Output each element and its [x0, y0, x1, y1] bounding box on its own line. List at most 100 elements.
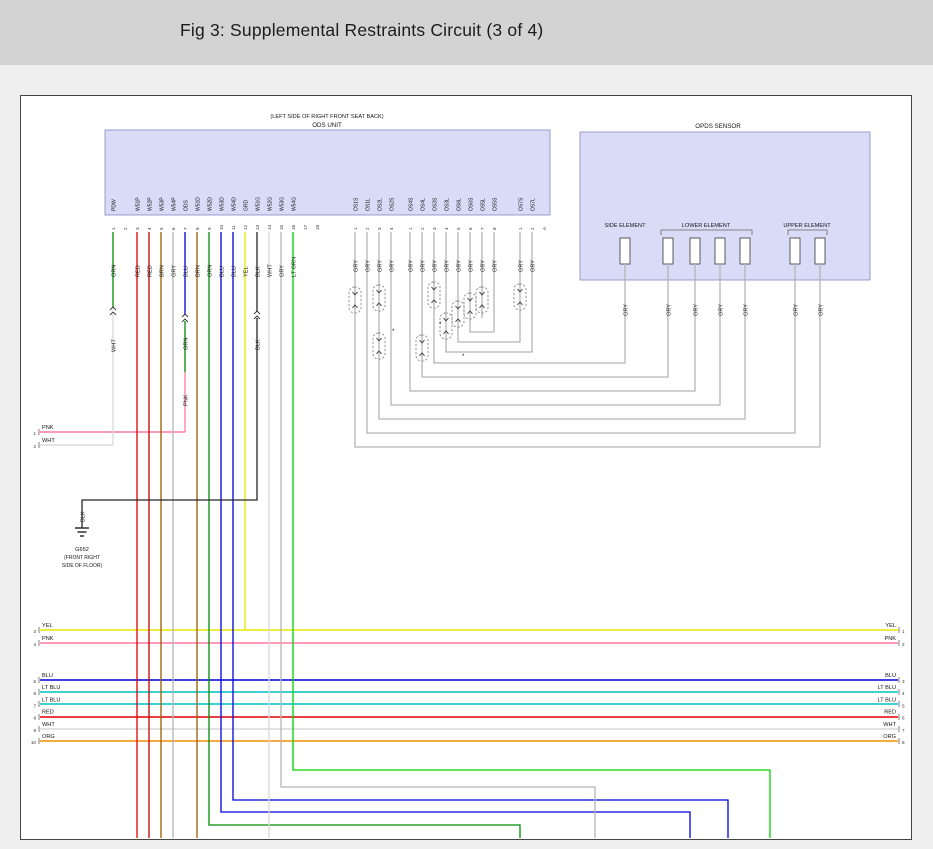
pin-number: 4 [33, 642, 36, 647]
footnote-asterisk: * [462, 353, 465, 360]
wire-color-label: WHT [268, 264, 274, 277]
pin-label: W52G [268, 197, 274, 211]
wire-color-label: WHT [112, 339, 118, 352]
wire-os1s [354, 232, 821, 448]
wire-color-label: ORG [42, 734, 55, 740]
wire-os4l [421, 232, 669, 378]
unit-wires [81, 232, 771, 838]
lower-element-label: LOWER ELEMENT [682, 223, 731, 229]
footnote-asterisk: * [392, 328, 395, 335]
title-bar: Fig 3: Supplemental Restraints Circuit (… [0, 0, 933, 65]
wire-color-label: BLK [81, 511, 87, 522]
lower-element-rect [739, 237, 751, 265]
pin-number: 1 [518, 227, 523, 230]
lower-element-bracket [660, 229, 753, 235]
pin-number: 3 [33, 629, 36, 634]
pin-number: 9 [33, 728, 36, 733]
truncated-pin-label: A [542, 226, 547, 230]
pin-number: 7 [33, 703, 36, 708]
wire-color-label: GRY [433, 260, 439, 272]
pin-number: 2 [530, 227, 535, 230]
wire-color-label: PNK [42, 425, 54, 431]
wire-w53g [280, 232, 596, 838]
wire-os3s [433, 232, 626, 364]
wire-color-label: GRY [531, 260, 537, 272]
pin-number: 1 [111, 227, 116, 230]
ods-unit-block [104, 129, 551, 216]
pin-label: W51D [196, 197, 202, 211]
pin-number: 2 [902, 642, 905, 647]
opds-elements [619, 229, 828, 265]
ground-id: G652 [75, 547, 89, 553]
pin-label: W53D [220, 197, 226, 211]
pin-number: 10 [219, 224, 224, 230]
wire-color-label: BRN [196, 265, 202, 277]
pin-number: 14 [267, 224, 272, 230]
wire-color-label: YEL [42, 623, 53, 629]
pin-number: 16 [291, 224, 296, 230]
pin-label: OS3L [445, 198, 451, 211]
footnote-asterisk: * [439, 321, 442, 328]
wire-color-label: PNK [884, 636, 896, 642]
pin-label: OS4S [409, 197, 415, 211]
wire-color-label: GRY [457, 260, 463, 272]
wire-color-label: WHT [883, 722, 896, 728]
wire-w52d [208, 232, 521, 838]
pin-number: 11 [231, 225, 236, 230]
wire-color-label: RED [42, 710, 54, 716]
wire-color-label: BRN [160, 265, 166, 277]
pin-label: OS6S [469, 197, 475, 211]
pin-number: 12 [243, 224, 248, 230]
pin-label: OS3S [433, 197, 439, 211]
wire-color-label: GRY [366, 260, 372, 272]
opds-sensor-title: OPDS SENSOR [695, 123, 741, 130]
wire-color-label: GRY [719, 304, 725, 316]
pin-label: OS7S [519, 197, 525, 211]
wire-color-label: LT BLU [42, 697, 60, 703]
wire-color-label: BLU [42, 673, 53, 679]
pin-number: 15 [279, 224, 284, 230]
sensor-wires [354, 232, 821, 448]
wire-color-label: GRY [624, 304, 630, 316]
wire-color-label: GRN [208, 265, 214, 277]
upper-element-rect [789, 237, 801, 265]
pin-number: 6 [468, 227, 473, 230]
pin-number: 6 [902, 716, 905, 721]
pin-number: 10 [31, 740, 37, 745]
wire-os2l [378, 232, 746, 420]
pin-number: 5 [159, 227, 164, 230]
wire-color-label: GRY [519, 260, 525, 272]
wire-color-label: GRY [481, 260, 487, 272]
pin-label: W51G [256, 197, 262, 211]
pin-label: PDW [112, 199, 118, 211]
ods-location-note: (LEFT SIDE OF RIGHT FRONT SEAT BACK) [270, 114, 383, 120]
wire-os4s [409, 232, 696, 392]
pin-number: 8 [492, 227, 497, 230]
pin-label: W53P [160, 197, 166, 211]
upper-element-bracket [787, 229, 828, 235]
pin-number: 9 [207, 227, 212, 230]
pin-number: 3 [902, 679, 905, 684]
pin-number: 7 [902, 728, 905, 733]
wire-color-label: BLU [220, 266, 226, 277]
pin-number: 1 [408, 227, 413, 230]
pin-label: W54D [232, 197, 238, 211]
wire-os1l [366, 232, 796, 434]
left-conn-a-numbers: 12 [33, 431, 36, 449]
wire-w54g [292, 232, 771, 838]
wire-os2s [390, 232, 721, 406]
wire-w54d [232, 232, 729, 838]
pin-number: 4 [147, 227, 152, 230]
upper-element-label: UPPER ELEMENT [783, 223, 831, 229]
ground-location-2: SIDE OF FLOOR) [62, 563, 103, 569]
wire-color-label: LT GRN [292, 257, 298, 277]
pin-label: W54P [172, 197, 178, 211]
